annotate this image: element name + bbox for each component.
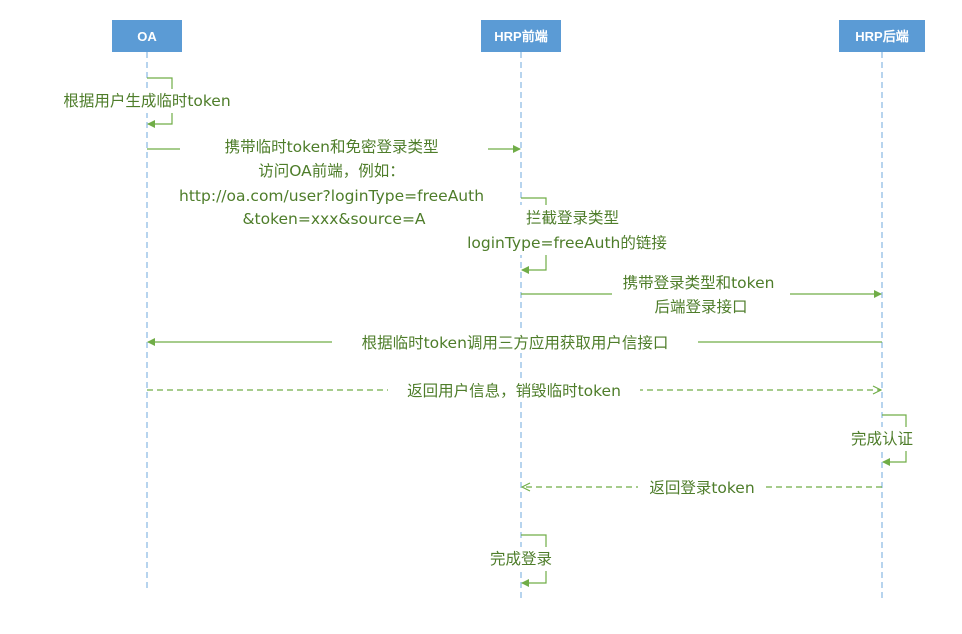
- label-generate-token: 根据用户生成临时token: [63, 92, 230, 110]
- participant-hrp-backend: HRP后端: [839, 20, 925, 52]
- participant-hrp-frontend: HRP前端: [481, 20, 561, 52]
- label-intercept: 拦截登录类型 loginType=freeAuth的链接: [467, 209, 667, 252]
- participant-oa-label: OA: [137, 29, 157, 44]
- label-return-login-token: 返回登录token: [649, 479, 754, 497]
- label-backend-to-oa: 根据临时token调用三方应用获取用户信接口: [362, 333, 669, 352]
- label-complete-login: 完成登录: [490, 550, 552, 568]
- participant-hrp-frontend-label: HRP前端: [494, 29, 547, 44]
- participant-hrp-backend-label: HRP后端: [855, 29, 908, 44]
- label-frontend-to-backend: 携带登录类型和token 后端登录接口: [623, 274, 780, 316]
- label-return-user-info: 返回用户信息，销毁临时token: [407, 382, 621, 400]
- label-complete-auth: 完成认证: [851, 430, 913, 448]
- participant-oa: OA: [112, 20, 182, 52]
- label-oa-to-frontend: 携带临时token和免密登录类型 访问OA前端，例如： http://oa.co…: [179, 138, 489, 228]
